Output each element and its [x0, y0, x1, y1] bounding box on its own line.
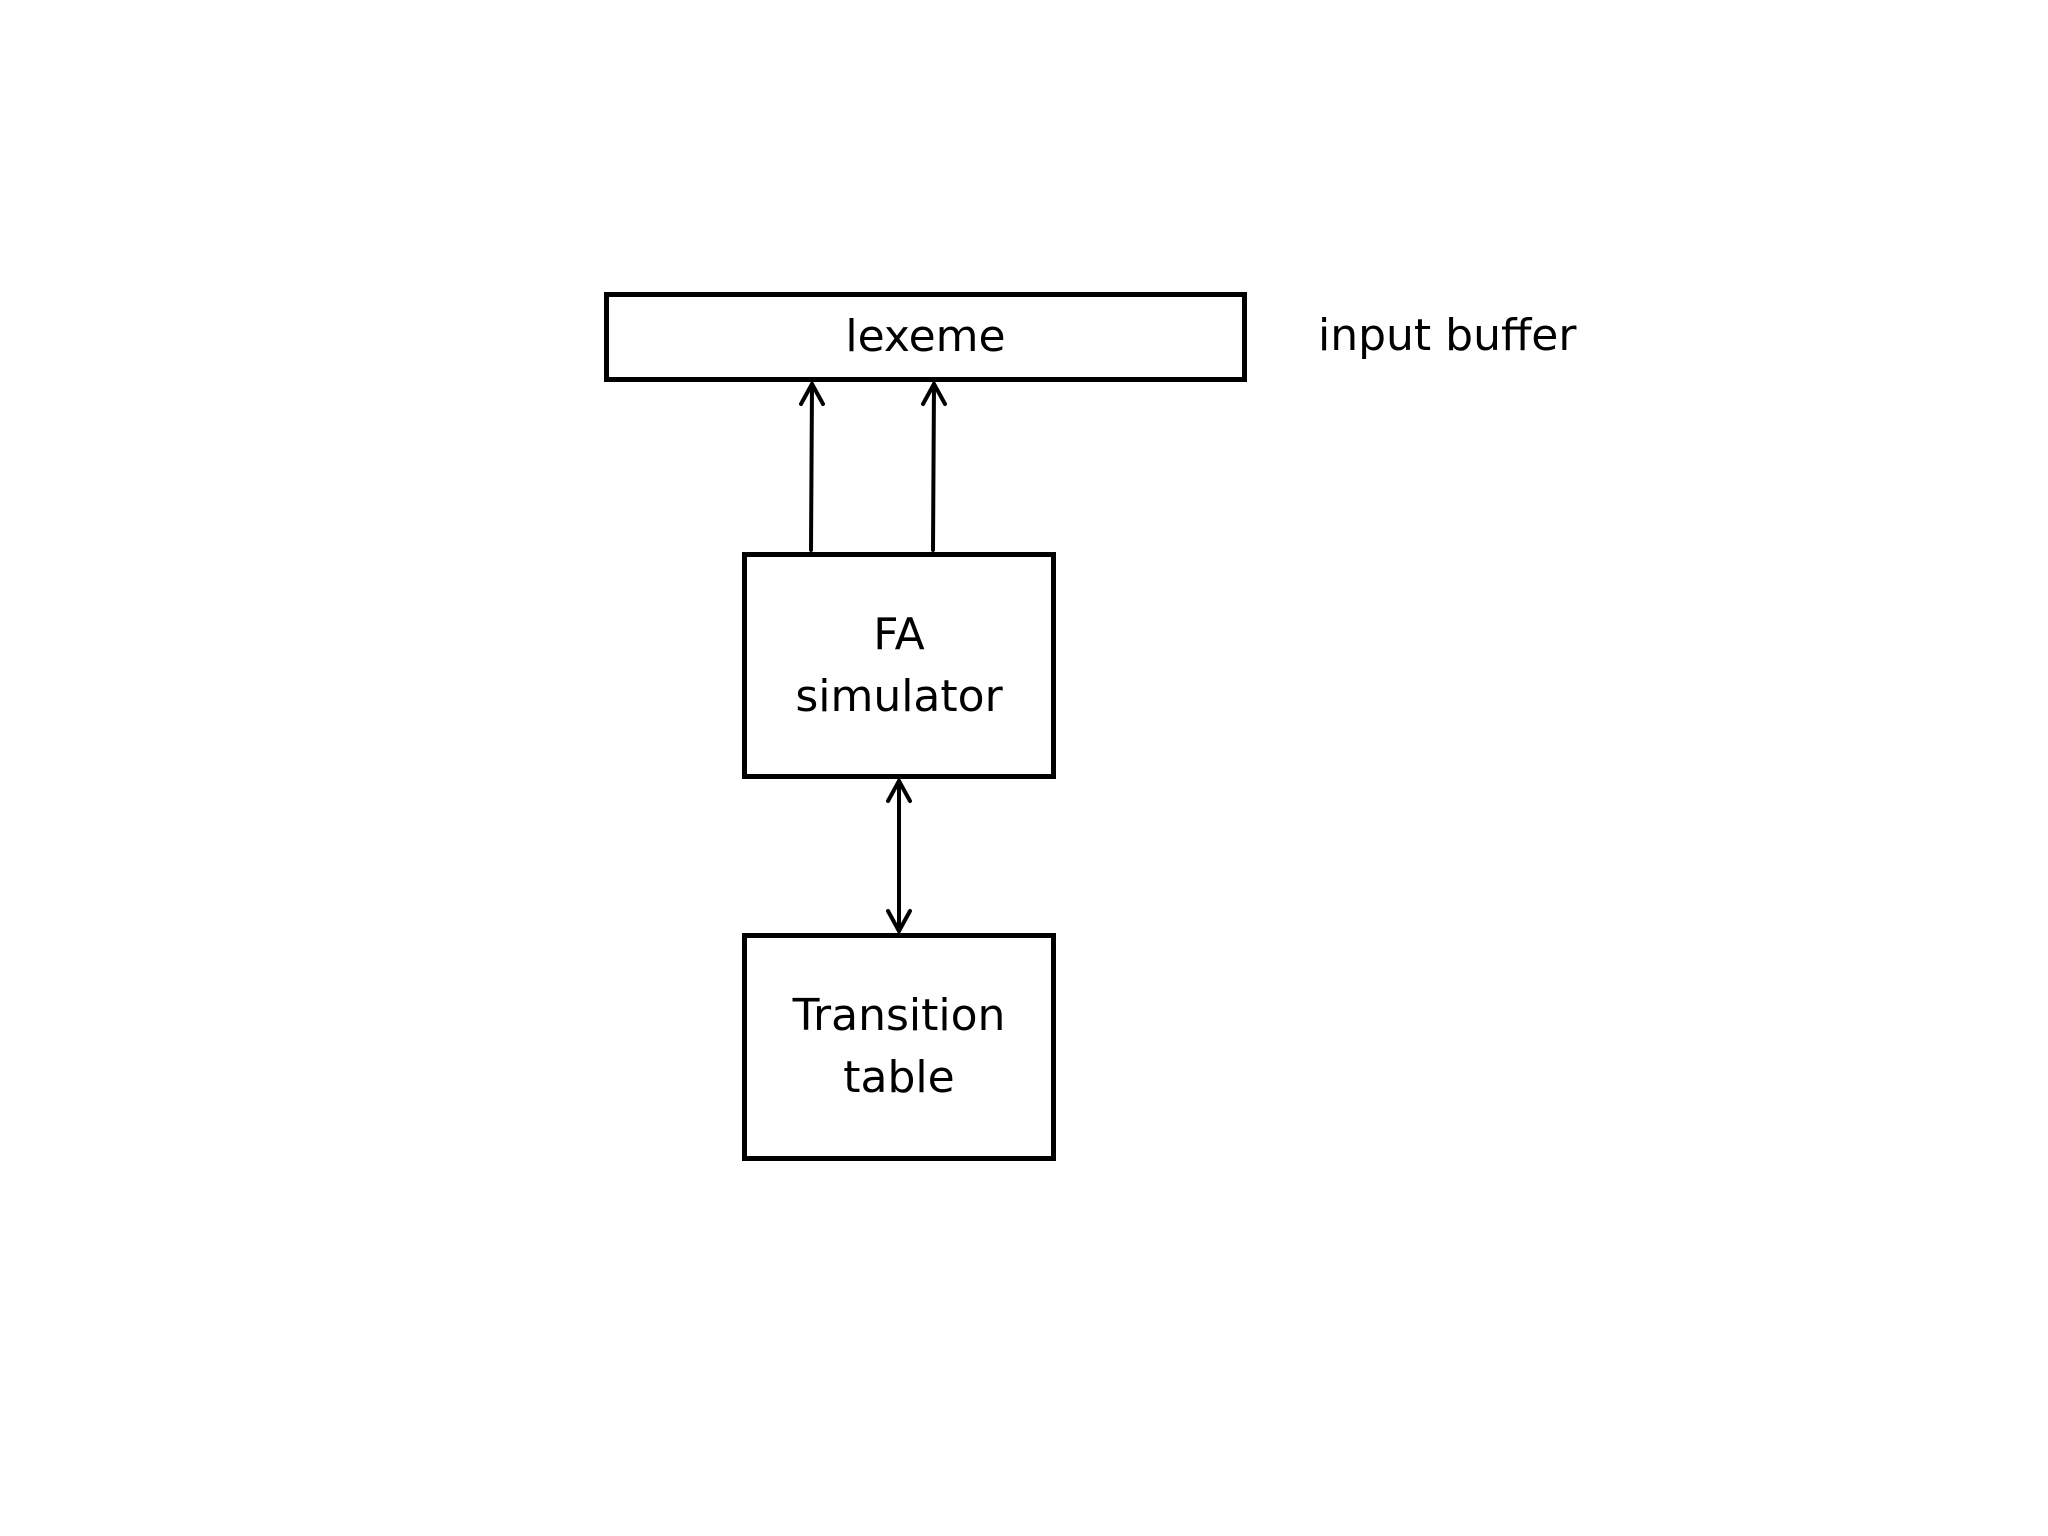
- pointer-arrow-right-head: [921, 382, 947, 406]
- lexeme-label: lexeme: [845, 311, 1006, 362]
- bidirectional-arrow-head-bottom: [886, 909, 912, 933]
- bidirectional-arrow-head-top: [886, 779, 912, 803]
- transition-table-label-line1: Transition: [792, 990, 1006, 1041]
- pointer-arrow-left: [809, 382, 814, 552]
- input-buffer-label: input buffer: [1318, 310, 1577, 361]
- pointer-arrow-left-head: [799, 382, 825, 406]
- transition-table-box: Transition table: [742, 933, 1056, 1161]
- transition-table-label-line2: table: [843, 1052, 955, 1103]
- fa-simulator-box: FA simulator: [742, 552, 1056, 779]
- fa-simulator-label-line1: FA: [873, 608, 925, 660]
- fa-simulator-label-line2: simulator: [795, 670, 1003, 722]
- input-buffer-box: lexeme: [604, 292, 1247, 382]
- pointer-arrow-right: [931, 382, 936, 552]
